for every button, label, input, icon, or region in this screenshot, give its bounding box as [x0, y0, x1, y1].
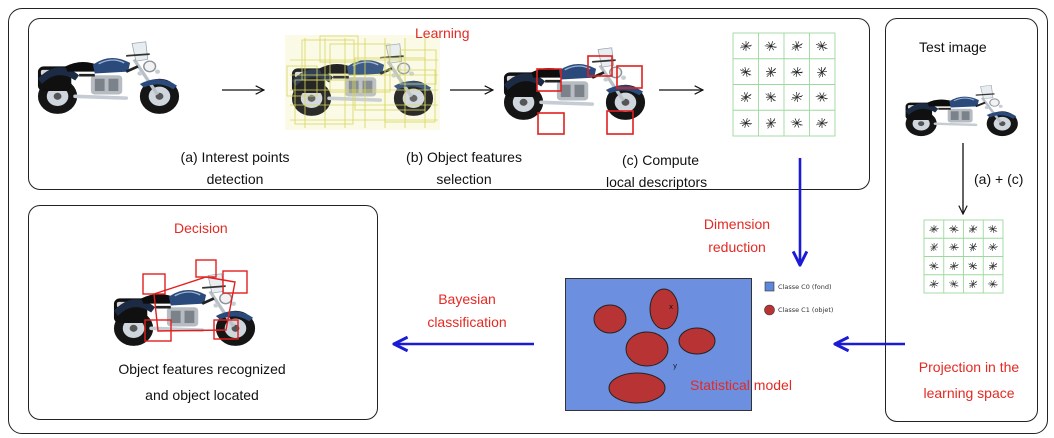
step-c-line1: (c) Compute: [622, 152, 700, 168]
test-panel: [885, 18, 1038, 422]
legend-class1-label: Classe C1 (objet): [778, 306, 834, 314]
test-arrow-label: (a) + (c): [974, 171, 1024, 187]
bayesian-line2: classification: [427, 314, 507, 330]
step-a-caption: (a) Interest points detection: [165, 148, 305, 188]
test-descriptor-grid: [923, 219, 1004, 294]
decision-result-line1: Object features recognized: [118, 361, 286, 377]
legend-class0-label: Classe C0 (fond): [778, 283, 832, 291]
decision-motorcycle: [111, 259, 258, 348]
learning-panel: [28, 18, 870, 190]
dimension-reduction-line2: reduction: [708, 239, 766, 255]
decision-panel: [28, 205, 378, 420]
selected-features-motorcycle: [501, 45, 648, 135]
test-motorcycle-icon: [903, 83, 1020, 138]
projection-label: Projection in the learning space: [905, 358, 1033, 402]
legend-swatch-class0: [764, 281, 775, 292]
projection-line1: Projection in the: [918, 359, 1020, 375]
feature-grid-motorcycle: [285, 35, 440, 130]
decision-title: Decision: [174, 220, 228, 236]
step-c-caption: (c) Compute local descriptors: [606, 151, 707, 191]
step-b-line2: selection: [436, 171, 492, 187]
bayesian-classification-label: Bayesian classification: [412, 290, 522, 331]
step-a-line2: detection: [206, 171, 264, 187]
motorcycle-icon: [35, 39, 182, 116]
svg-text:x: x: [669, 303, 673, 311]
outer-frame: [8, 8, 1048, 434]
step-b-line1: (b) Object features: [406, 149, 522, 165]
statistical-model-label: Statistical model: [690, 377, 792, 393]
decision-result-caption: Object features recognized and object lo…: [82, 360, 322, 404]
decision-result-line2: and object located: [145, 387, 259, 403]
descriptor-grid: [732, 32, 836, 137]
projection-line2: learning space: [923, 385, 1015, 401]
svg-text:y: y: [673, 362, 677, 370]
statistical-model-blobs: x y: [593, 288, 716, 404]
step-c-line2: local descriptors: [606, 174, 708, 190]
step-a-line1: (a) Interest points: [180, 149, 290, 165]
legend-swatch-class1: [764, 304, 775, 316]
step-b-caption: (b) Object features selection: [393, 148, 535, 188]
test-image-title: Test image: [919, 39, 987, 55]
learning-title: Learning: [415, 25, 470, 41]
bayesian-line1: Bayesian: [438, 291, 496, 307]
dimension-reduction-line1: Dimension: [703, 216, 771, 232]
dimension-reduction-label: Dimension reduction: [692, 215, 782, 256]
